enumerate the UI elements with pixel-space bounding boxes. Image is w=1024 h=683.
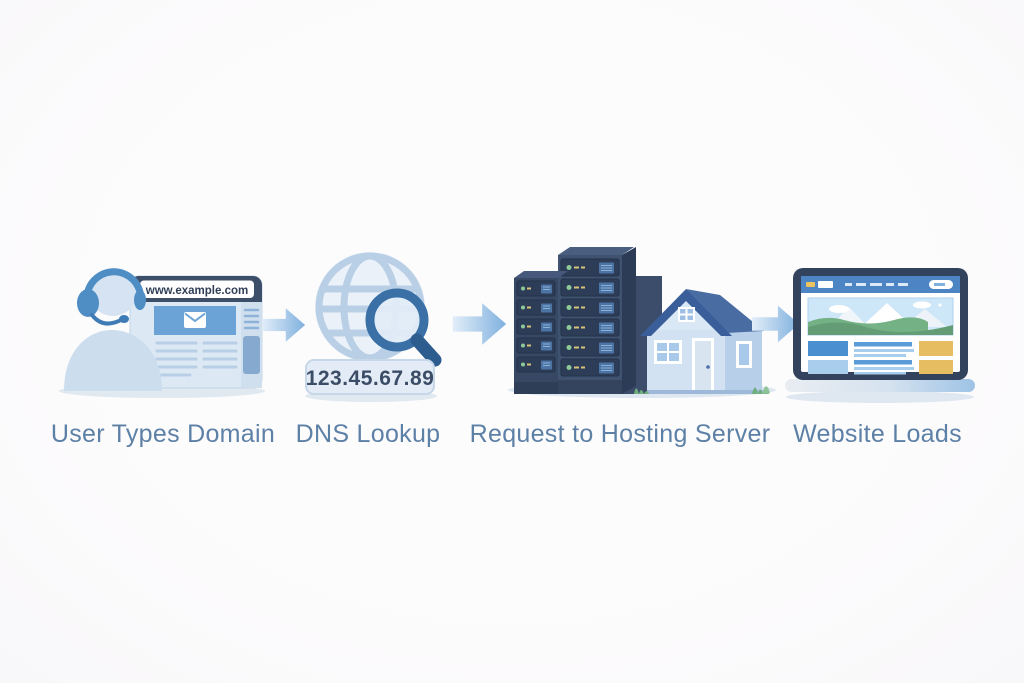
- site-nav-links: [845, 283, 908, 286]
- step-request-to-hosting-server: [500, 243, 778, 405]
- grass-tuft: [762, 386, 770, 394]
- rack-units-short: [516, 280, 556, 373]
- ground-shadow: [786, 391, 974, 403]
- front-window: [654, 340, 682, 364]
- arrow-right-icon: [452, 300, 508, 353]
- user-headset-icon: [64, 268, 162, 391]
- step-dns-lookup: 123.45.67.89: [298, 243, 448, 408]
- arrow-right-icon: [752, 302, 800, 351]
- side-window: [736, 341, 752, 368]
- website-page: [801, 276, 960, 375]
- step-label-website-loads: Website Loads: [793, 420, 962, 448]
- website-content-rows: [808, 341, 953, 375]
- magnifier-icon: [365, 288, 442, 367]
- step-user-types-domain: www.example.com: [50, 250, 270, 405]
- step-label-request-hosting-server: Request to Hosting Server: [469, 420, 771, 448]
- browser-url-text: www.example.com: [145, 285, 248, 297]
- arrow-right-icon: [262, 305, 306, 350]
- house-icon: [634, 289, 770, 394]
- step-label-user-types-domain: User Types Domain: [50, 420, 276, 448]
- step-label-dns-lookup: DNS Lookup: [295, 420, 441, 448]
- browser-window-icon: www.example.com: [129, 275, 263, 389]
- text-lines: [155, 341, 238, 377]
- attic-window: [678, 307, 695, 322]
- step-website-loads: [783, 255, 978, 410]
- site-logo: [806, 282, 815, 287]
- grass-tuft: [634, 388, 649, 394]
- rack-units-tall: [560, 258, 620, 377]
- ip-address-text: 123.45.67.89: [306, 367, 435, 390]
- server-rack-icon: [514, 247, 662, 394]
- website-hero-image: [807, 297, 954, 336]
- envelope-icon: [184, 312, 206, 328]
- ip-address-pill: 123.45.67.89: [305, 359, 435, 395]
